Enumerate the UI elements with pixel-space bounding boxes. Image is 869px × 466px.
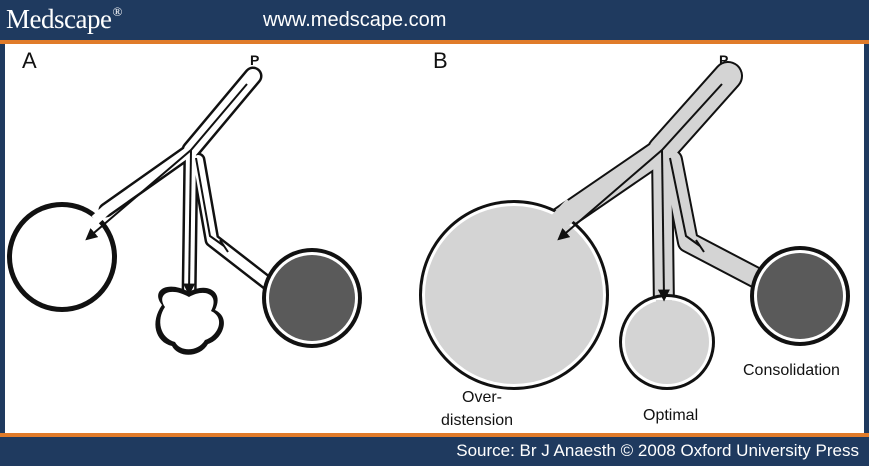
registered-mark: ® xyxy=(112,4,121,19)
overdistension-label-line2: distension xyxy=(441,412,513,429)
optimal-label: Optimal xyxy=(643,407,698,424)
panel-a-consolidated-alveolus xyxy=(262,248,362,348)
panel-a-airway-tree xyxy=(106,76,270,300)
panel-b-label: B xyxy=(433,48,448,73)
source-citation: Source: Br J Anaesth © 2008 Oxford Unive… xyxy=(456,441,859,461)
panel-a-pressure-label: P xyxy=(250,52,259,68)
site-url[interactable]: www.medscape.com xyxy=(263,9,446,32)
overdistension-label-line1: Over- xyxy=(462,389,502,406)
logo-text: Medscape xyxy=(6,4,111,34)
panel-a-small-alveolus xyxy=(155,287,224,355)
panel-b-optimal-alveolus xyxy=(619,294,715,390)
panel-a: A P xyxy=(7,48,362,355)
header-bar: Medscape® www.medscape.com xyxy=(0,0,869,40)
panel-a-label: A xyxy=(22,48,37,73)
medscape-logo[interactable]: Medscape® xyxy=(6,4,122,35)
panel-b: B P xyxy=(419,48,850,429)
panel-b-overdistended-alveolus xyxy=(419,200,609,390)
panel-a-large-alveolus xyxy=(7,202,117,312)
consolidation-label: Consolidation xyxy=(743,362,840,379)
lung-diagram: A P xyxy=(0,44,869,433)
panel-b-consolidated-alveolus xyxy=(750,246,850,346)
